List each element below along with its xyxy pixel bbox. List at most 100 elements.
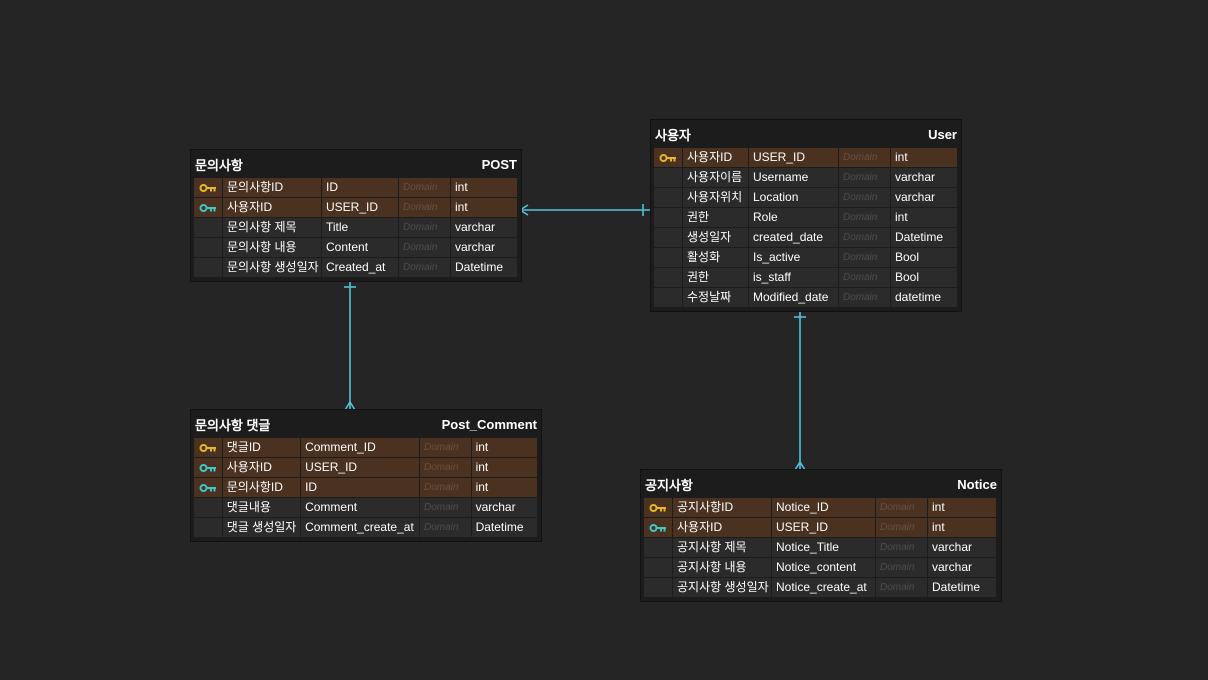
column-label: 문의사항ID (222, 478, 301, 497)
column-label: 공지사항 내용 (673, 558, 771, 577)
key-cell (654, 248, 682, 267)
table-notice-header[interactable]: 공지사항 Notice (641, 470, 1001, 498)
column-name: Comment_create_at (301, 518, 419, 537)
column-label: 댓글 생성일자 (222, 518, 301, 537)
column-domain: Domain (876, 558, 927, 577)
column-name: Is_active (749, 248, 838, 267)
table-notice-title-en: Notice (957, 476, 997, 492)
key-cell (194, 258, 222, 277)
table-post-comment-title-ko: 문의사항 댓글 (195, 417, 271, 433)
column-name: USER_ID (772, 518, 875, 537)
table-post-comment-title-en: Post_Comment (441, 416, 537, 432)
column-label: 공지사항ID (673, 498, 771, 517)
table-post-title-en: POST (481, 156, 517, 172)
column-name: USER_ID (749, 148, 838, 167)
column-label: 활성화 (683, 248, 748, 267)
column-name: Title (322, 218, 398, 237)
column-label: 댓글내용 (222, 498, 301, 517)
column-domain: Domain (420, 518, 471, 537)
foreign-key-icon (649, 523, 666, 532)
column-label: 사용자ID (222, 458, 301, 477)
column-type: int (471, 438, 537, 457)
column-type: int (471, 458, 537, 477)
column-type: varchar (891, 188, 957, 207)
primary-key-icon (199, 183, 216, 192)
column-type: Datetime (471, 518, 537, 537)
column-type: varchar (928, 558, 996, 577)
key-cell (194, 518, 222, 537)
foreign-key-icon (199, 483, 216, 492)
column-type: varchar (451, 238, 517, 257)
column-domain: Domain (839, 208, 890, 227)
column-name: Created_at (322, 258, 398, 277)
column-domain: Domain (876, 538, 927, 557)
column-type: Datetime (891, 228, 957, 247)
table-post-header[interactable]: 문의사항 POST (191, 150, 521, 178)
column-label: 댓글ID (222, 438, 301, 457)
column-domain: Domain (876, 498, 927, 517)
column-name: ID (301, 478, 419, 497)
table-notice-title-ko: 공지사항 (645, 477, 693, 493)
primary-key-icon (659, 153, 676, 162)
table-user-header[interactable]: 사용자 User (651, 120, 961, 148)
column-domain: Domain (876, 578, 927, 597)
column-name: Content (322, 238, 398, 257)
column-domain: Domain (420, 498, 471, 517)
relationship-post-comment (344, 280, 356, 411)
column-type: Bool (891, 268, 957, 287)
primary-key-icon (649, 503, 666, 512)
column-name: created_date (749, 228, 838, 247)
column-name: Notice_Title (772, 538, 875, 557)
table-post-comment-header[interactable]: 문의사항 댓글 Post_Comment (191, 410, 541, 438)
column-type: int (451, 178, 517, 197)
column-label: 문의사항 생성일자 (223, 258, 321, 277)
column-type: varchar (471, 498, 537, 517)
key-cell (654, 188, 682, 207)
relationship-user-post (518, 204, 650, 216)
column-domain: Domain (839, 188, 890, 207)
column-name: Location (749, 188, 838, 207)
key-cell (644, 538, 672, 557)
column-domain: Domain (839, 268, 890, 287)
key-cell (194, 238, 222, 257)
key-cell (194, 178, 222, 197)
key-cell (194, 198, 222, 217)
column-label: 생성일자 (683, 228, 748, 247)
column-domain: Domain (399, 258, 450, 277)
column-label: 사용자ID (223, 198, 321, 217)
column-type: varchar (928, 538, 996, 557)
key-cell (654, 208, 682, 227)
column-name: is_staff (749, 268, 838, 287)
